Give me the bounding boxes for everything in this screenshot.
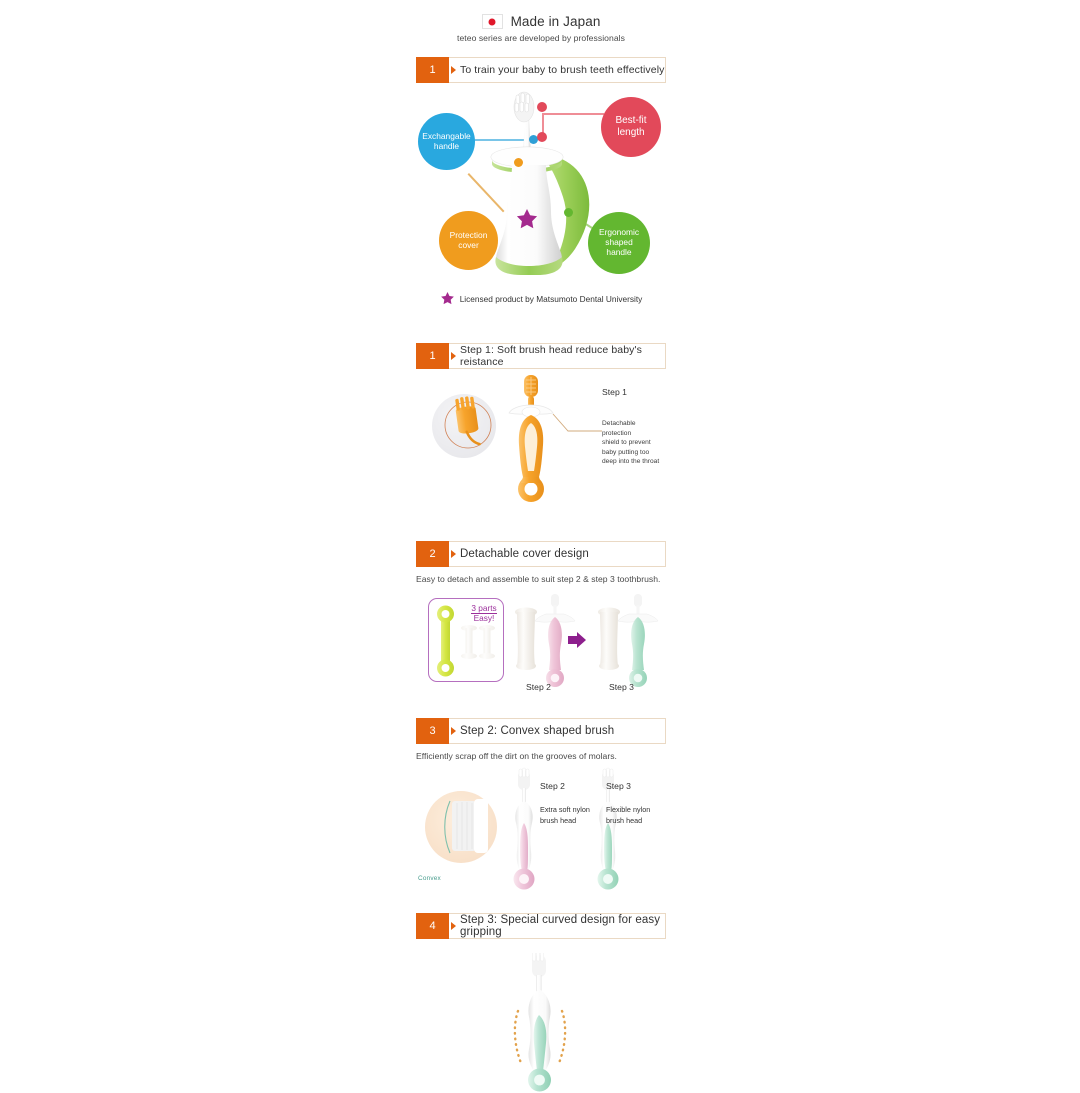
bubble-ergonomic-line3: handle	[606, 246, 632, 257]
step1-note-line2: shield to prevent	[602, 439, 651, 447]
bubble-protection-cover: Protection cover	[439, 211, 498, 270]
connector-dot-green	[564, 208, 573, 217]
step1-note-line1: Detachable protection	[602, 420, 636, 437]
bubble-ergonomic-shaped-handle: Ergonomic shaped handle	[588, 212, 650, 274]
training-toothbrush-illustration	[490, 91, 590, 275]
section-1-arrow-icon	[451, 66, 456, 74]
section-1-heading: 1 To train your baby to brush teeth effe…	[416, 57, 666, 83]
section-1-title: To train your baby to brush teeth effect…	[460, 64, 665, 76]
curved-grip-toothbrush-illustration	[513, 953, 567, 1092]
bubble-exchangable-handle-line1: Exchangable	[422, 130, 471, 141]
header-subtitle: teteo series are developed by profession…	[457, 33, 625, 43]
section-1-number: 1	[416, 57, 449, 83]
bubble-protection-cover-line2: cover	[458, 239, 479, 250]
made-in-japan-header: Made in Japan	[416, 14, 666, 29]
section-3-arrow-icon	[451, 550, 456, 558]
bubble-ergonomic-line2: shaped	[605, 237, 633, 248]
convex-step2-desc-line2: brush head	[540, 815, 577, 825]
convex-step2-desc: Extra soft nylon brush head	[540, 805, 602, 827]
product-feature-diagram: Exchangable handle Best-fit length Prote…	[416, 89, 666, 289]
section-3-title: Detachable cover design	[460, 548, 589, 560]
section-2-heading: 1 Step 1: Soft brush head reduce baby's …	[416, 343, 666, 369]
connector-line-red-vertical	[542, 113, 544, 138]
section-3-heading: 2 Detachable cover design	[416, 541, 666, 567]
connector-dot-red-top	[537, 102, 547, 112]
section-3-caption: Easy to detach and assemble to suit step…	[416, 574, 661, 584]
bubble-exchangable-handle-line2: handle	[433, 140, 460, 151]
convex-step3-desc-line2: brush head	[606, 815, 643, 825]
license-note-text: Licensed product by Matsumoto Dental Uni…	[459, 293, 643, 304]
step1-label: Step 1	[602, 387, 627, 397]
convex-brush-illustration-area: Convex Step 2 Extra soft nylon brush hea…	[416, 765, 666, 893]
convex-brush-illustration	[425, 767, 619, 890]
three-parts-line1: 3 parts	[471, 603, 497, 614]
bubble-best-fit-length-line2: length	[617, 127, 645, 138]
section-2-arrow-icon	[451, 352, 456, 360]
star-icon	[440, 292, 454, 305]
cover-step3-label: Step 3	[609, 682, 634, 692]
cover-step2-label: Step 2	[526, 682, 551, 692]
convex-step3-desc: Flexible nylon brush head	[606, 805, 668, 827]
content-column: Made in Japan teteo series are developed…	[416, 0, 666, 1092]
section-4-number: 3	[416, 718, 449, 744]
section-4-title: Step 2: Convex shaped brush	[460, 725, 615, 737]
section-5-number: 4	[416, 913, 449, 939]
step1-note-line4: deep into the throat	[602, 458, 660, 466]
made-in-japan-label: Made in Japan	[510, 14, 601, 29]
connector-dot-orange	[514, 158, 523, 167]
step1-note: Detachable protection shield to prevent …	[602, 419, 666, 467]
bubble-ergonomic-line1: Ergonomic	[598, 227, 640, 238]
bubble-best-fit-length-line1: Best-fit	[615, 115, 647, 127]
license-note: Licensed product by Matsumoto Dental Uni…	[416, 291, 666, 306]
convex-label: Convex	[418, 875, 441, 882]
convex-step2-label: Step 2	[540, 781, 565, 791]
bubble-protection-cover-line1: Protection	[449, 229, 488, 240]
section-5-arrow-icon	[451, 922, 456, 930]
convex-step2-desc-line1: Extra soft nylon	[540, 805, 590, 814]
section-5-title: Step 3: Special curved design for easy g…	[460, 914, 661, 938]
connector-line-blue	[472, 139, 534, 141]
cover-parts-illustration	[437, 594, 659, 687]
step1-illustration-area: Step 1 Detachable protection shield to p…	[416, 369, 666, 517]
convex-step3-desc-line1: Flexible nylon	[606, 805, 651, 814]
section-4-arrow-icon	[451, 727, 456, 735]
detachable-cover-illustration-area: 3 parts Easy!	[416, 590, 666, 696]
connector-line-red-horizontal	[544, 113, 604, 115]
connector-dot-blue	[529, 135, 538, 144]
three-parts-badge: 3 parts Easy!	[458, 603, 510, 624]
japan-flag-icon	[481, 14, 503, 29]
bubble-best-fit-length: Best-fit length	[601, 97, 661, 157]
section-5-heading: 4 Step 3: Special curved design for easy…	[416, 913, 666, 939]
section-4-heading: 3 Step 2: Convex shaped brush	[416, 718, 666, 744]
transform-arrow-icon	[568, 632, 586, 648]
step1-note-line3: baby putting too	[602, 448, 650, 456]
section-2-number: 1	[416, 343, 449, 369]
section-3-number: 2	[416, 541, 449, 567]
three-parts-line2: Easy!	[473, 613, 495, 624]
step1-toothbrush-illustration	[432, 375, 602, 502]
curved-design-illustration-area	[416, 953, 666, 1093]
connector-dot-red-bottom	[537, 132, 547, 142]
convex-step3-label: Step 3	[606, 781, 631, 791]
section-2-title: Step 1: Soft brush head reduce baby's re…	[460, 344, 642, 368]
bubble-exchangable-handle: Exchangable handle	[418, 113, 475, 170]
section-4-caption: Efficiently scrap off the dirt on the gr…	[416, 751, 617, 761]
